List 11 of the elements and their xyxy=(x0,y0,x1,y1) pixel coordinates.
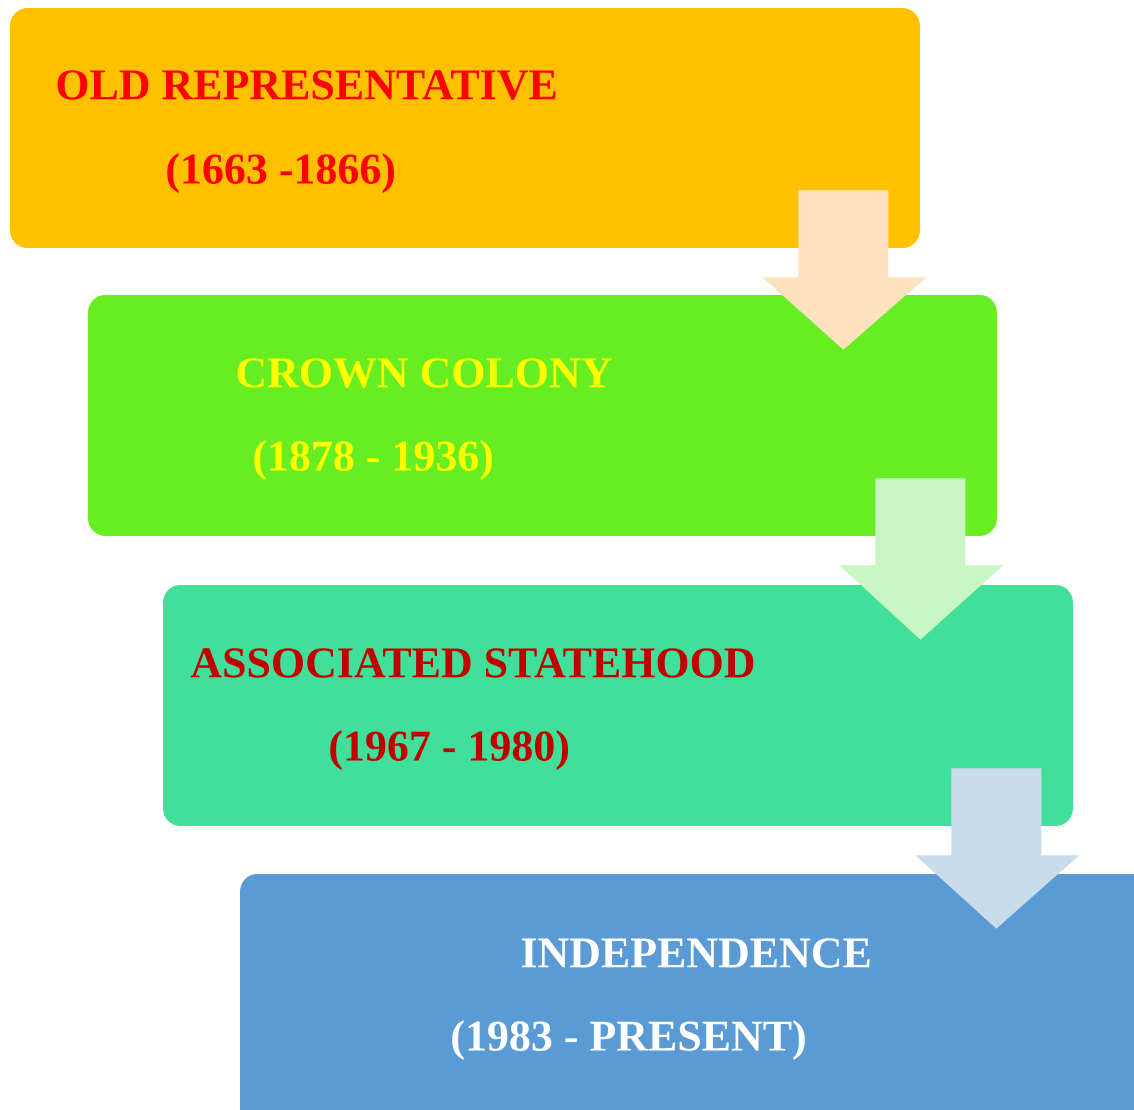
stage-label: (1663 -1866) xyxy=(167,153,395,193)
block-arrow xyxy=(839,478,1004,640)
stage-label: (1878 - 1936) xyxy=(254,440,492,480)
block-arrow xyxy=(915,768,1080,929)
stage-label: (1983 - PRESENT) xyxy=(452,1020,805,1060)
stage-label: INDEPENDENCE xyxy=(521,938,870,968)
stage-label: ASSOCIATED STATEHOOD xyxy=(190,648,754,678)
block-arrow xyxy=(762,190,927,350)
stage-label: CROWN COLONY xyxy=(237,358,612,388)
stage-label: OLD REPRESENTATIVE xyxy=(57,70,556,100)
stage-label: (1967 - 1980) xyxy=(330,730,568,770)
